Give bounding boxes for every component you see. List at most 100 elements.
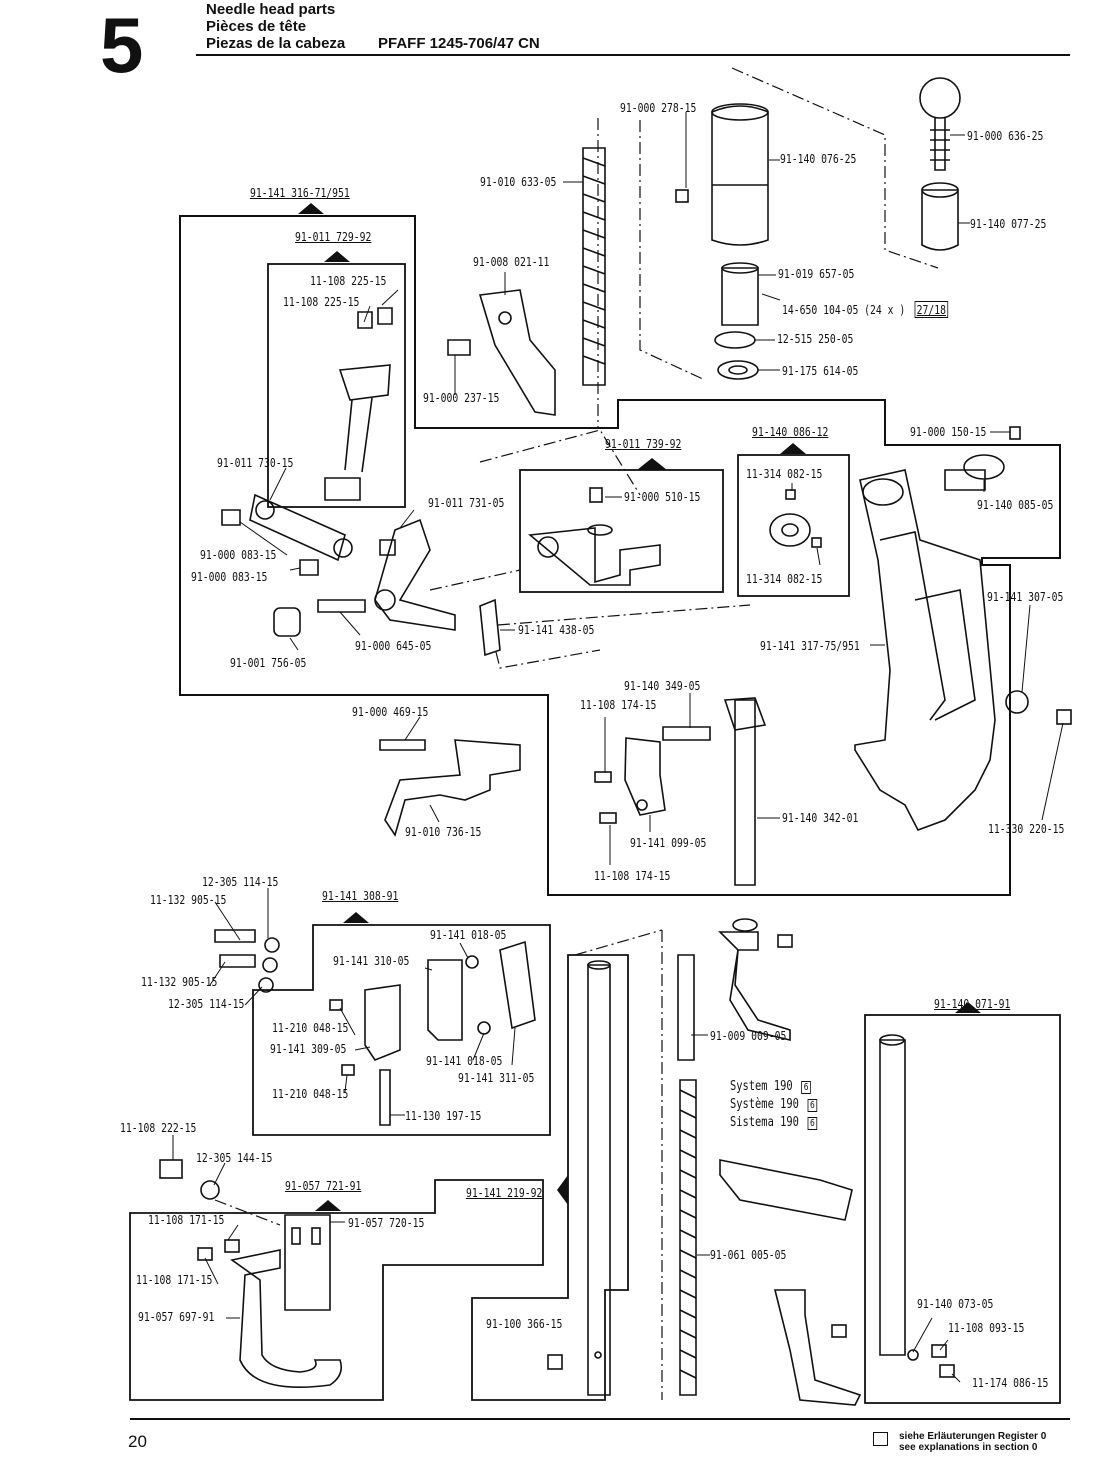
part-label: 91-141 309-05: [270, 1041, 347, 1056]
part-label: 11-174 086-15: [972, 1375, 1049, 1390]
header-rule: [196, 54, 1070, 56]
system-badge: 6: [807, 1117, 818, 1130]
part-label: 91-000 278-15: [620, 100, 697, 115]
part-label: 91-001 756-05: [230, 655, 307, 670]
part-label: 91-061 005-05: [710, 1247, 787, 1262]
part-label: 91-000 237-15: [423, 390, 500, 405]
group-box-thread-guide: [519, 469, 724, 593]
title-english: Needle head parts: [206, 1, 336, 18]
part-label: 91-000 636-25: [967, 128, 1044, 143]
part-label: 91-010 736-15: [405, 824, 482, 839]
group-box-needle-bar-frame: [179, 215, 1061, 896]
part-label: 91-141 317-75/951: [760, 638, 860, 653]
system-note-line: Sistema 190 6: [730, 1115, 818, 1130]
part-label: 11-108 093-15: [948, 1320, 1025, 1335]
section-number: 5: [100, 1, 144, 89]
title-spanish: Piezas de la cabeza: [206, 35, 346, 52]
page-number: 20: [128, 1432, 147, 1451]
needle-bar-parts: [379, 697, 767, 886]
part-label: 11-330 220-15: [988, 821, 1065, 836]
group-markers: [298, 203, 981, 1211]
part-label: 11-108 225-15: [283, 294, 360, 309]
system-number: 190: [780, 1097, 799, 1112]
part-label: 11-210 048-15: [272, 1020, 349, 1035]
part-label: 91-019 657-05: [778, 266, 855, 281]
system-word: System: [730, 1079, 768, 1094]
part-label: 11-108 225-15: [310, 273, 387, 288]
upper-parts: [447, 77, 961, 416]
part-label: 91-010 633-05: [480, 174, 557, 189]
lower-right-parts: [547, 918, 955, 1406]
part-label: 91-141 099-05: [630, 835, 707, 850]
part-label: 91-141 438-05: [518, 622, 595, 637]
leader-lines: [172, 112, 1064, 1383]
part-label: 12-305 144-15: [196, 1150, 273, 1165]
part-label: 11-130 197-15: [405, 1108, 482, 1123]
part-label: 91-140 076-25: [780, 151, 857, 166]
part-label: 11-108 171-15: [148, 1212, 225, 1227]
part-label: 12-305 114-15: [202, 874, 279, 889]
group-label-8: 91-140 071-91: [934, 996, 1011, 1011]
part-label: 91-140 073-05: [917, 1296, 994, 1311]
group-label-5: 91-141 308-91: [322, 888, 399, 903]
footnote-box-icon: [873, 1432, 888, 1446]
group-box-guide-bracket: [252, 924, 551, 1136]
group-label-4: 91-140 086-12: [752, 424, 829, 439]
machine-model: PFAFF 1245-706/47 CN: [378, 35, 540, 52]
system-badge: 6: [807, 1099, 818, 1112]
part-label: 12-515 250-05: [777, 331, 854, 346]
title-french: Pièces de tête: [206, 18, 307, 35]
part-label: 91-140 077-25: [970, 216, 1047, 231]
part-label: 91-140 085-05: [977, 497, 1054, 512]
part-label: 91-000 150-15: [910, 424, 987, 439]
part-label: 11-314 082-15: [746, 466, 823, 481]
part-label: 11-210 048-15: [272, 1086, 349, 1101]
group-box-bar-assembly: [864, 1014, 1061, 1404]
part-label: 91-000 469-15: [352, 704, 429, 719]
guide-box-parts: [528, 487, 661, 586]
part-label: 91-000 083-15: [191, 569, 268, 584]
part-label: 91-011 730-15: [217, 455, 294, 470]
group-box-link: [267, 263, 406, 508]
part-label: 14-650 104-05 (24 x ) 27/18: [782, 301, 949, 318]
footnote-german: siehe Erläuterungen Register 0: [899, 1431, 1047, 1442]
part-label: 11-132 905-15: [150, 892, 227, 907]
part-label: 12-305 114-15: [168, 996, 245, 1011]
part-label: 91-009 009-05: [710, 1028, 787, 1043]
part-label: 11-314 082-15: [746, 571, 823, 586]
part-label: 91-000 510-15: [624, 489, 701, 504]
part-label: 91-011 731-05: [428, 495, 505, 510]
assembly-lines: [214, 67, 939, 1400]
lower-left-parts: [159, 929, 536, 1388]
part-label: 11-108 174-15: [594, 868, 671, 883]
group-label-2: 91-011 729-92: [295, 229, 372, 244]
system-badge: 6: [801, 1081, 811, 1094]
system-note-line: Système 190 6: [730, 1097, 818, 1112]
system-word: Sistema: [730, 1115, 774, 1130]
link-parts: [221, 307, 501, 657]
part-label: 91-141 310-05: [333, 953, 410, 968]
part-label: 91-141 018-05: [430, 927, 507, 942]
group-box-collar: [737, 454, 850, 597]
part-label: 11-108 222-15: [120, 1120, 197, 1135]
part-label: 91-100 366-15: [486, 1316, 563, 1331]
footnote-english: see explanations in section 0: [899, 1442, 1038, 1453]
group-label-6: 91-057 721-91: [285, 1178, 362, 1193]
part-label: 11-108 171-15: [136, 1272, 213, 1287]
part-label: 91-141 311-05: [458, 1070, 535, 1085]
group-label-3: 91-011 739-92: [605, 436, 682, 451]
group-label-1: 91-141 316-71/951: [250, 185, 350, 200]
collar-box-parts: [769, 489, 822, 548]
system-number: 190: [780, 1115, 799, 1130]
part-number-text: 14-650 104-05 (24 x ): [782, 302, 906, 317]
part-label: 91-057 720-15: [348, 1215, 425, 1230]
system-note-line: System 190 6: [730, 1080, 811, 1094]
system-word: Système: [730, 1097, 774, 1112]
part-label: 11-132 905-15: [141, 974, 218, 989]
part-label: 91-141 018-05: [426, 1053, 503, 1068]
group-label-7: 91-141 219-92: [466, 1185, 543, 1200]
group-box-presser-bar: [471, 954, 629, 1401]
reference-badge: 27/18: [914, 301, 949, 318]
part-label: 11-108 174-15: [580, 697, 657, 712]
